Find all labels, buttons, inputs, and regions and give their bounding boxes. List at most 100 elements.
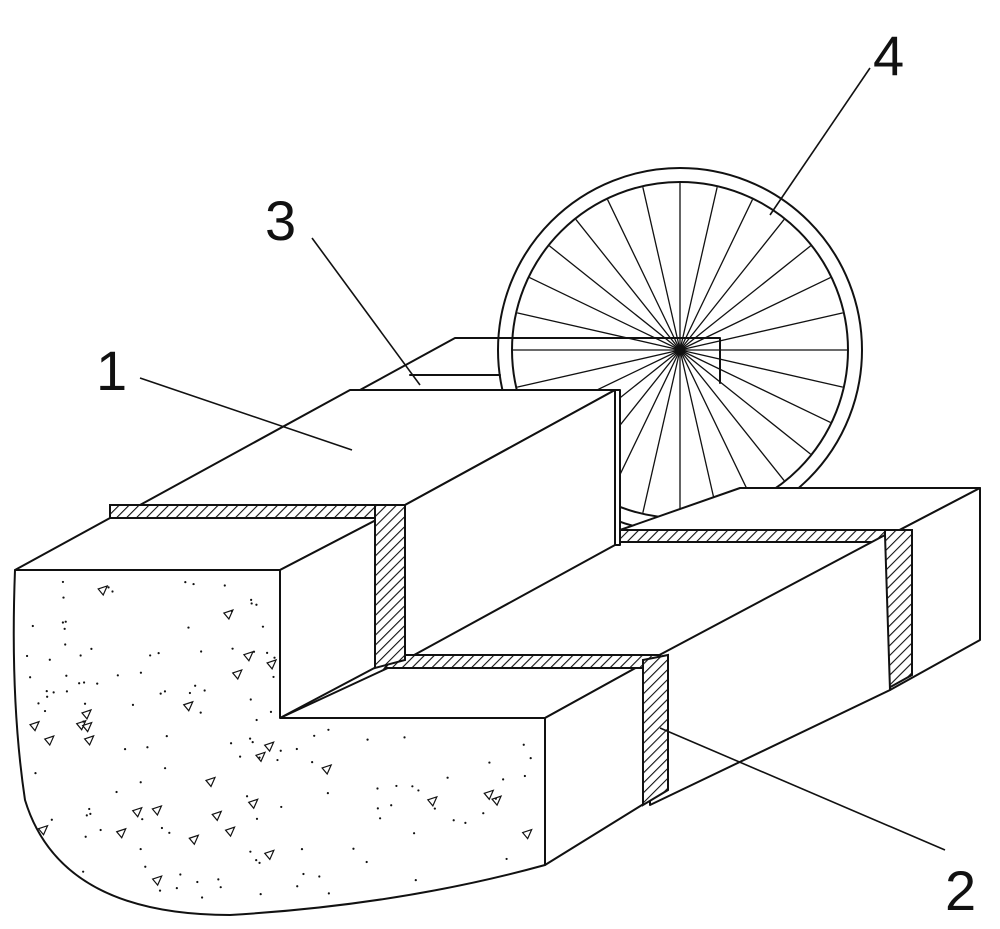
concrete-dot <box>64 643 67 646</box>
concrete-dot <box>313 734 316 737</box>
concrete-dot <box>116 674 119 677</box>
concrete-dot <box>188 691 192 695</box>
label-part-2: 2 <box>945 859 976 922</box>
concrete-aggregate <box>247 798 259 810</box>
concrete-dot <box>37 702 40 705</box>
concrete-dot <box>65 674 68 677</box>
concrete-dot <box>61 621 64 624</box>
concrete-aggregate <box>97 584 109 597</box>
wheel-spoke <box>679 349 811 455</box>
concrete-aggregate <box>182 700 194 712</box>
concrete-aggregate <box>224 826 236 838</box>
wheel-spoke <box>679 199 754 351</box>
concrete-dot <box>144 865 147 868</box>
concrete-dot <box>259 893 262 896</box>
concrete-dot <box>327 728 330 731</box>
concrete-dot <box>523 774 526 778</box>
wheel-spoke <box>679 219 785 351</box>
concrete-dot <box>529 757 532 760</box>
middle-step <box>279 534 891 866</box>
concrete-dot <box>239 755 242 758</box>
concrete-dot <box>279 749 282 752</box>
front-step <box>14 504 406 719</box>
concrete-dot <box>31 624 34 628</box>
concrete-dot <box>296 885 299 888</box>
concrete-dot <box>99 828 102 832</box>
concrete-aggregate <box>115 827 127 839</box>
concrete-dot <box>200 896 204 899</box>
label-part-1: 1 <box>96 339 127 402</box>
concrete-aggregate <box>222 609 234 621</box>
concrete-dot <box>43 709 47 713</box>
concrete-dot <box>255 603 258 606</box>
concrete-dot <box>273 656 276 659</box>
concrete-dot <box>433 807 436 810</box>
concrete-section <box>12 569 546 916</box>
concrete-dot <box>34 772 37 775</box>
concrete-dot <box>219 886 222 889</box>
concrete-aggregate <box>151 804 163 817</box>
concrete-dot <box>50 818 53 821</box>
concrete-dot <box>223 584 226 587</box>
concrete-dot <box>187 626 190 629</box>
concrete-dot <box>64 620 67 623</box>
concrete-dot <box>139 781 142 784</box>
concrete-dot <box>200 650 203 653</box>
concrete-dot <box>255 718 258 722</box>
concrete-dot <box>158 889 162 892</box>
concrete-dot <box>366 738 369 741</box>
concrete-dot <box>52 691 55 694</box>
concrete-aggregate <box>188 834 200 846</box>
concrete-dot <box>45 689 48 693</box>
concrete-dot <box>88 807 91 811</box>
concrete-dot <box>231 647 234 650</box>
concrete-aggregate <box>491 795 503 807</box>
leader-3 <box>311 237 421 386</box>
concrete-dot <box>269 710 273 713</box>
concrete-aggregate <box>83 734 95 747</box>
concrete-dot <box>175 887 178 890</box>
label-part-3: 3 <box>265 189 296 252</box>
wheel-spoke <box>679 349 718 513</box>
concrete-dot <box>403 736 406 739</box>
concrete-dot <box>318 875 321 878</box>
concrete-dot <box>311 761 314 764</box>
concrete-aggregate <box>80 708 93 721</box>
wheel-spoke <box>529 276 681 351</box>
wheel-spoke <box>575 219 681 351</box>
concrete-dot <box>376 807 379 810</box>
wheel-spoke <box>679 276 831 351</box>
concrete-dot <box>280 805 283 809</box>
concrete-dot <box>149 654 152 657</box>
wheel-spoke <box>679 349 754 501</box>
concrete-aggregate <box>521 828 533 840</box>
concrete-dot <box>203 689 206 692</box>
concrete-dot <box>84 835 87 838</box>
concrete-dot <box>248 737 252 740</box>
concrete-dot <box>199 711 202 714</box>
concrete-dot <box>179 873 182 876</box>
concrete-dot <box>79 654 82 657</box>
concrete-dot <box>251 741 254 744</box>
concrete-aggregate <box>263 741 275 753</box>
concrete-dot <box>446 776 449 779</box>
concrete-dot <box>65 690 69 693</box>
wheel-spoke <box>679 349 831 424</box>
leader-2 <box>659 727 946 851</box>
concrete-aggregate <box>204 776 217 788</box>
back-landing <box>359 337 721 391</box>
wheel-spoke <box>642 349 681 513</box>
concrete-aggregate <box>321 763 333 776</box>
concrete-dot <box>123 748 127 751</box>
concrete-dot <box>249 698 252 701</box>
concrete-dot <box>272 675 275 679</box>
concrete-dot <box>417 789 420 792</box>
concrete-dot <box>376 787 379 790</box>
wheel-spoke <box>679 245 811 351</box>
concrete-dot <box>482 812 485 815</box>
concrete-aggregate <box>231 668 243 681</box>
concrete-dot <box>141 818 144 821</box>
right-lower-step <box>619 487 981 692</box>
concrete-dot <box>258 861 261 864</box>
concrete-dot <box>165 735 168 738</box>
